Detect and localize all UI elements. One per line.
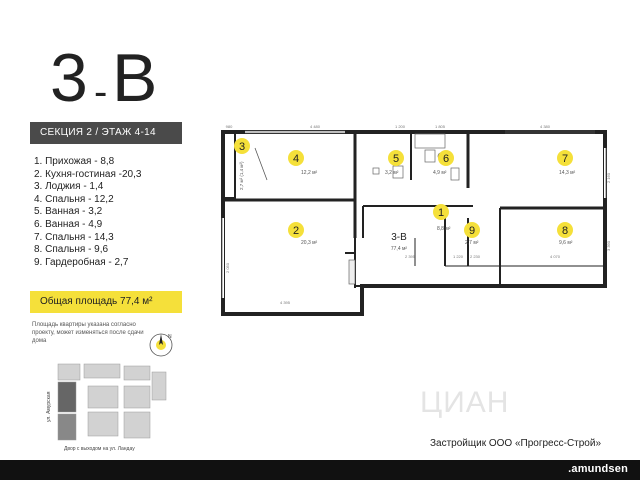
dim-label: 4 395 [280, 300, 291, 305]
dim-label: 4 380 [540, 124, 551, 129]
room-marker-5-num: 5 [393, 153, 399, 165]
room-marker-8-num: 8 [562, 225, 568, 237]
apartment-code-title: 3 - В [50, 38, 180, 118]
room-marker-7-num: 7 [562, 153, 568, 165]
room-marker-4 [288, 150, 304, 166]
area-label-room-3: 2,7 м² (1,4 м²) [239, 161, 244, 190]
plan-dimensions: 980 4 480 1 200 1 805 4 380 1 220 2 395 … [225, 124, 611, 305]
plan-walls [221, 130, 607, 316]
dim-label: 4 070 [550, 254, 561, 259]
dim-label: 2 050 [225, 262, 230, 273]
compass-icon: N [149, 333, 173, 357]
plan-center-code: 3-В [391, 232, 407, 243]
dim-label: 4 480 [310, 124, 321, 129]
area-label-room-6: 4,9 м² [433, 170, 447, 176]
room-marker-9 [464, 222, 480, 238]
room-marker-6-num: 6 [443, 153, 449, 165]
room-marker-1-num: 1 [438, 207, 444, 219]
dim-label: 1 220 [453, 254, 464, 259]
room-marker-8 [557, 222, 573, 238]
room-marker-5 [388, 150, 404, 166]
room-item: 8. Спальня - 9,6 [34, 244, 109, 256]
section-floor-label: СЕКЦИЯ 2 / ЭТАЖ 4-14 [30, 122, 182, 144]
room-marker-4-num: 4 [293, 153, 299, 165]
room-item: 1. Прихожая - 8,8 [34, 156, 115, 167]
room-marker-9-num: 9 [469, 225, 475, 237]
watermark-text: ЦИАН [420, 386, 510, 419]
room-marker-6 [438, 150, 454, 166]
room-item: 7. Спальня - 14,3 [34, 231, 114, 243]
brand-logo: .amundsen [568, 463, 628, 475]
area-label-room-2: 20,3 м² [301, 240, 318, 246]
area-label-room-9: 2,7 м² [465, 240, 479, 246]
area-label-room-4: 12,2 м² [301, 170, 318, 176]
room-item: 3. Лоджия - 1,4 [34, 181, 104, 193]
area-label-room-5: 3,2 м² [385, 170, 399, 176]
title-code-dash: - [94, 70, 108, 114]
dim-label: 1 805 [435, 124, 446, 129]
footer-bar [0, 460, 640, 480]
room-item: 9. Гардеробная - 2,7 [34, 256, 129, 268]
developer-label: Застройщик ООО «Прогресс-Строй» [430, 438, 602, 449]
title-code-left: 3 [50, 40, 88, 116]
dim-label: 1 200 [395, 124, 406, 129]
dim-label: 2 160 [606, 172, 611, 183]
room-item: 6. Ванная - 4,9 [34, 218, 103, 230]
room-markers: 3 4 5 6 7 1 2 9 8 [234, 138, 573, 238]
room-marker-2 [288, 222, 304, 238]
area-label-room-8: 9,6 м² [559, 240, 573, 246]
room-marker-2-num: 2 [293, 225, 299, 237]
dim-label: 3 390 [606, 240, 611, 251]
plan-fixtures [348, 133, 460, 285]
plan-windows [221, 130, 607, 298]
plan-center-area: 77,4 м² [391, 246, 408, 252]
floor-plan: 12,2 м² 20,3 м² 3,2 м² 4,9 м² 14,3 м² 8,… [221, 124, 611, 316]
room-list: 1. Прихожая - 8,8 2. Кухня-гостиная -20,… [34, 156, 204, 269]
site-bottom-label: Двор с выходом на ул. Ландау [64, 446, 135, 452]
disclaimer-text: Площадь квартиры указана согласно проект… [32, 322, 144, 344]
area-label-room-7: 14,3 м² [559, 170, 576, 176]
compass-label: N [168, 334, 172, 340]
room-marker-7 [557, 150, 573, 166]
room-item: 5. Ванная - 3,2 [34, 206, 103, 218]
room-item: 2. Кухня-гостиная -20,3 [34, 168, 142, 180]
room-marker-3-num: 3 [239, 141, 245, 153]
room-marker-3 [234, 138, 250, 154]
site-street-left: ул. Амурская [46, 391, 52, 422]
total-area-badge: Общая площадь 77,4 м² [30, 291, 182, 313]
dim-label: 980 [226, 124, 233, 129]
site-plan-map: ул. Амурская Двор с выходом на ул. Ланда… [28, 362, 168, 454]
title-code-right: В [112, 40, 158, 116]
area-label-room-1: 8,8 м² [437, 226, 451, 232]
dim-label: 2 395 [405, 254, 416, 259]
room-item: 4. Спальня - 12,2 [34, 193, 114, 205]
room-marker-1 [433, 204, 449, 220]
dim-label: 2 230 [470, 254, 481, 259]
